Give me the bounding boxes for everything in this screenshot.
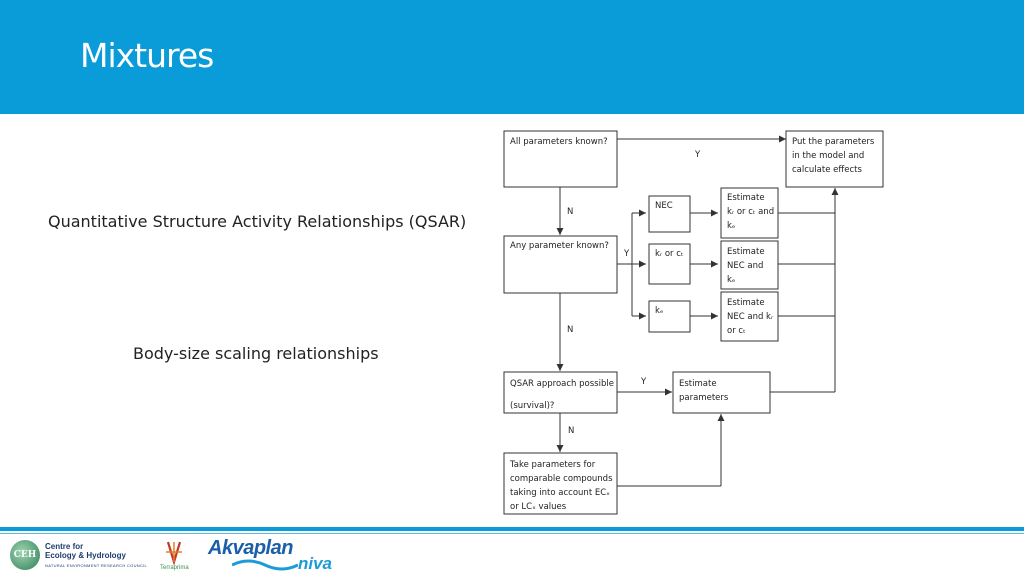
svg-text:Estimate: Estimate [679,379,717,389]
svg-text:(survival)?: (survival)? [510,401,554,411]
svg-text:kᵣ or cₜ and: kᵣ or cₜ and [727,207,774,217]
node-put-parameters: Put the parameters in the model and calc… [785,130,884,188]
footer-divider-thin [0,533,1024,534]
footer-divider [0,527,1024,531]
svg-text:kᵣ or cₜ: kᵣ or cₜ [655,249,683,259]
svg-text:NEC: NEC [655,201,673,211]
body-size-label: Body-size scaling relationships [133,344,379,363]
ceh-logo-mark: CEH [10,540,40,570]
node-any-parameter-known: Any parameter known? [503,235,618,294]
svg-text:kₑ: kₑ [727,275,736,285]
edge-label-no-2: N [567,325,573,335]
svg-text:or LCₓ values: or LCₓ values [510,502,567,512]
node-all-parameters-known: All parameters known? [503,130,618,188]
svg-text:calculate effects: calculate effects [792,165,862,175]
terraprima-mark-icon [166,541,182,566]
flowchart-connectors [556,135,839,487]
edge-label-yes-qsar: Y [640,377,647,387]
svg-text:Estimate: Estimate [727,298,765,308]
edge-label-no-1: N [567,207,573,217]
node-take-parameters: Take parameters for comparable compounds… [503,452,618,515]
node-ke: kₑ [648,300,691,333]
node-nec: NEC [648,195,691,233]
svg-text:Put the parameters: Put the parameters [792,137,875,147]
svg-text:in the model and: in the model and [792,151,864,161]
svg-text:or cₜ: or cₜ [727,326,746,336]
node-kr-ct: kᵣ or cₜ [648,243,691,285]
svg-text:QSAR approach possible: QSAR approach possible [510,379,614,389]
svg-text:NEC and: NEC and [727,261,763,271]
slide-title: Mixtures [80,36,214,75]
node-estimate-nec-kr: Estimate NEC and kᵣ or cₜ [720,291,779,342]
node-estimate-parameters: Estimate parameters [672,371,771,414]
svg-text:Any parameter known?: Any parameter known? [510,241,609,251]
svg-text:Take parameters for: Take parameters for [509,460,596,470]
svg-text:kₑ: kₑ [727,221,736,231]
wave-icon [232,559,298,571]
svg-text:taking into account ECₓ: taking into account ECₓ [510,488,610,498]
edge-label-yes-top: Y [694,150,701,160]
edge-label-no-3: N [568,426,574,436]
title-bar: Mixtures [0,0,1024,114]
svg-text:Estimate: Estimate [727,193,765,203]
svg-text:All parameters known?: All parameters known? [510,137,608,147]
svg-text:Estimate: Estimate [727,247,765,257]
node-estimate-kr-ke: Estimate kᵣ or cₜ and kₑ [720,187,779,239]
svg-text:parameters: parameters [679,393,729,403]
svg-text:NEC and kᵣ: NEC and kᵣ [727,312,774,322]
svg-text:kₑ: kₑ [655,306,664,316]
node-estimate-nec-ke: Estimate NEC and kₑ [720,240,779,290]
svg-text:comparable compounds: comparable compounds [510,474,613,484]
qsar-label: Quantitative Structure Activity Relation… [48,212,467,231]
edge-label-yes-mid: Y [623,249,630,259]
node-qsar-possible: QSAR approach possible (survival)? [503,371,618,414]
